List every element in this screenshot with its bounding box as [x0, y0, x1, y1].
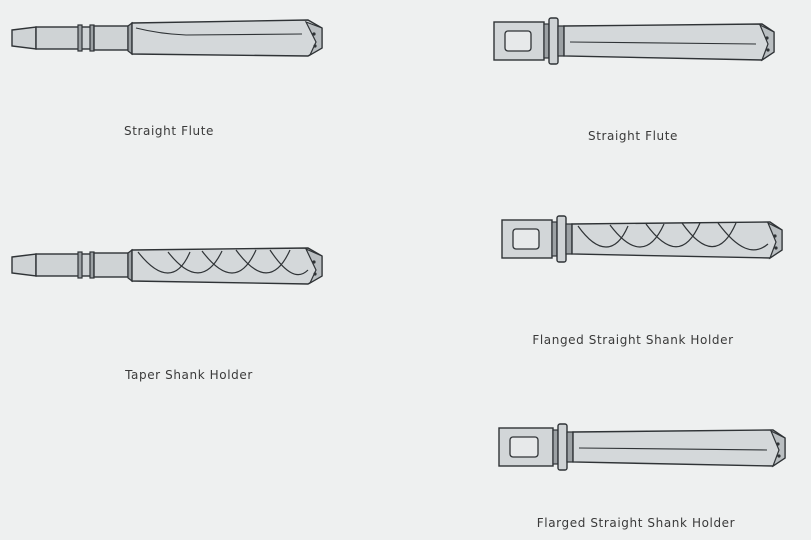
flanged-shank-straight-flute-drill-bottom — [498, 423, 786, 471]
taper-shank-straight-flute-drill — [11, 19, 323, 57]
caption-taper-shank-holder: Taper Shank Holder — [125, 368, 253, 382]
taper-shank-helical-flute-drill — [11, 247, 323, 285]
caption-flarged-straight-shank-holder: Flarged Straight Shank Holder — [536, 516, 736, 530]
caption-flanged-straight-shank-holder: Flanged Straight Shank Holder — [532, 333, 734, 347]
caption-straight-flute-left: Straight Flute — [123, 124, 215, 138]
flanged-shank-straight-flute-drill-top — [493, 17, 775, 65]
flanged-shank-helical-flute-drill — [501, 215, 783, 263]
caption-straight-flute-right: Straight Flute — [587, 129, 679, 143]
